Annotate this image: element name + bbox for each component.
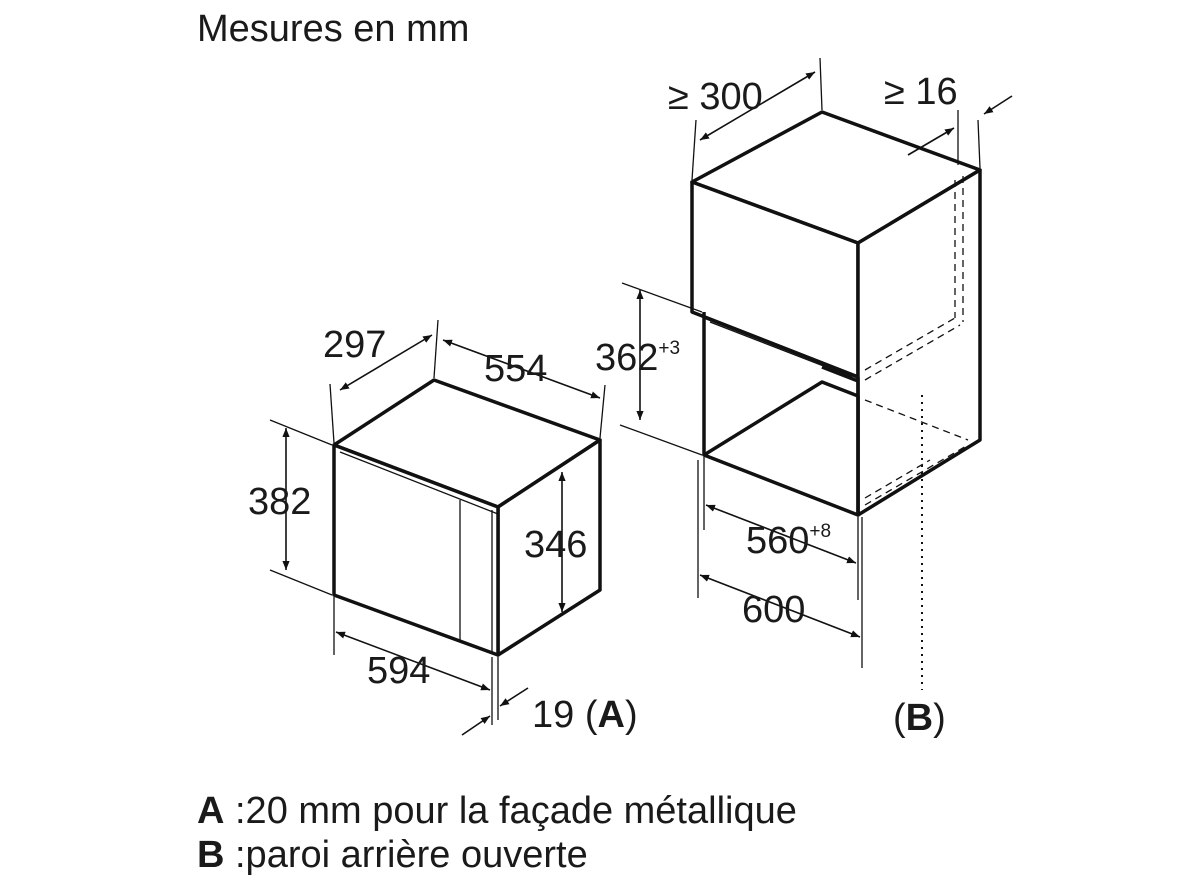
label-cabinet-width: 600 [742, 589, 805, 631]
label-gap-min: ≥ 16 [884, 71, 958, 113]
legend-item-a: A:20 mm pour la façade métallique [197, 790, 797, 833]
legend-key-b: B [197, 834, 225, 876]
label-width: 594 [367, 650, 430, 692]
label-body-width: 554 [484, 348, 547, 390]
label-rear-wall-note: (B) [893, 697, 946, 739]
dimension-gap-min-right [983, 95, 1013, 115]
label-depth: 297 [323, 324, 386, 366]
label-inner-height: 346 [524, 524, 587, 566]
dimension-width [335, 631, 491, 691]
label-depth-min: ≥ 300 [668, 76, 763, 118]
diagram-title: Mesures en mm [197, 8, 470, 50]
dimension-cabinet-width [699, 574, 861, 638]
dimension-depth [339, 334, 433, 391]
appliance-front-edge [339, 451, 499, 515]
label-opening-width: 560+8 [746, 520, 831, 562]
dimension-gap-min-left [907, 127, 955, 156]
legend-key-a: A [197, 790, 225, 832]
label-opening-height: 362+3 [595, 337, 680, 379]
niche-drawing: ≥ 300 ≥ 16 362+3 560+8 600 (B) [595, 57, 1013, 739]
legend-text-a: :20 mm pour la façade métallique [235, 790, 797, 832]
label-front-thickness: 19 (A) [532, 694, 638, 736]
dimension-front-thickness-right [499, 687, 529, 707]
niche-bottom [702, 380, 860, 517]
legend-item-b: B:paroi arrière ouverte [197, 834, 588, 877]
appliance-drawing: 297 554 382 346 594 19 (A) [248, 319, 638, 736]
dimension-depth-min [699, 71, 816, 141]
dimension-body-width [442, 339, 601, 399]
label-height: 382 [248, 481, 311, 523]
dimension-opening-width [705, 504, 857, 564]
legend-text-b: :paroi arrière ouverte [235, 834, 588, 876]
dimension-front-thickness-left [461, 715, 491, 736]
